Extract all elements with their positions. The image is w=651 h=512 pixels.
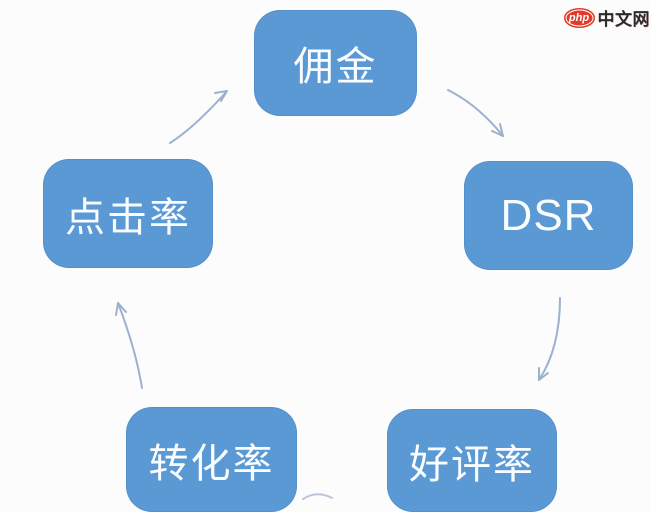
node-conversion-rate: 转化率 — [126, 407, 297, 512]
node-commission-label: 佣金 — [293, 45, 378, 89]
node-conversion-rate-label: 转化率 — [148, 441, 275, 486]
node-commission: 佣金 — [254, 10, 417, 116]
php-logo-badge-icon: php — [563, 7, 595, 28]
node-click-rate-label: 点击率 — [65, 195, 191, 240]
arrow-commission-to-dsr — [447, 89, 504, 137]
node-dsr-label: DSR — [500, 190, 597, 240]
arrow-review-rate-to-conversion-rate — [302, 493, 333, 500]
site-logo-text: 中文网 — [597, 10, 650, 29]
node-click-rate: 点击率 — [43, 159, 213, 268]
node-dsr: DSR — [464, 161, 633, 270]
site-logo: php 中文网 — [563, 5, 651, 30]
arrow-click-rate-to-commission — [169, 90, 228, 144]
node-positive-review-rate-label: 好评率 — [409, 442, 535, 487]
node-positive-review-rate: 好评率 — [387, 409, 557, 512]
arrow-conversion-rate-to-click-rate — [115, 302, 143, 389]
cycle-diagram: 佣金 DSR 好评率 转化率 点击率 php 中文网 — [43, 5, 651, 512]
arrow-dsr-to-review-rate — [538, 297, 561, 381]
